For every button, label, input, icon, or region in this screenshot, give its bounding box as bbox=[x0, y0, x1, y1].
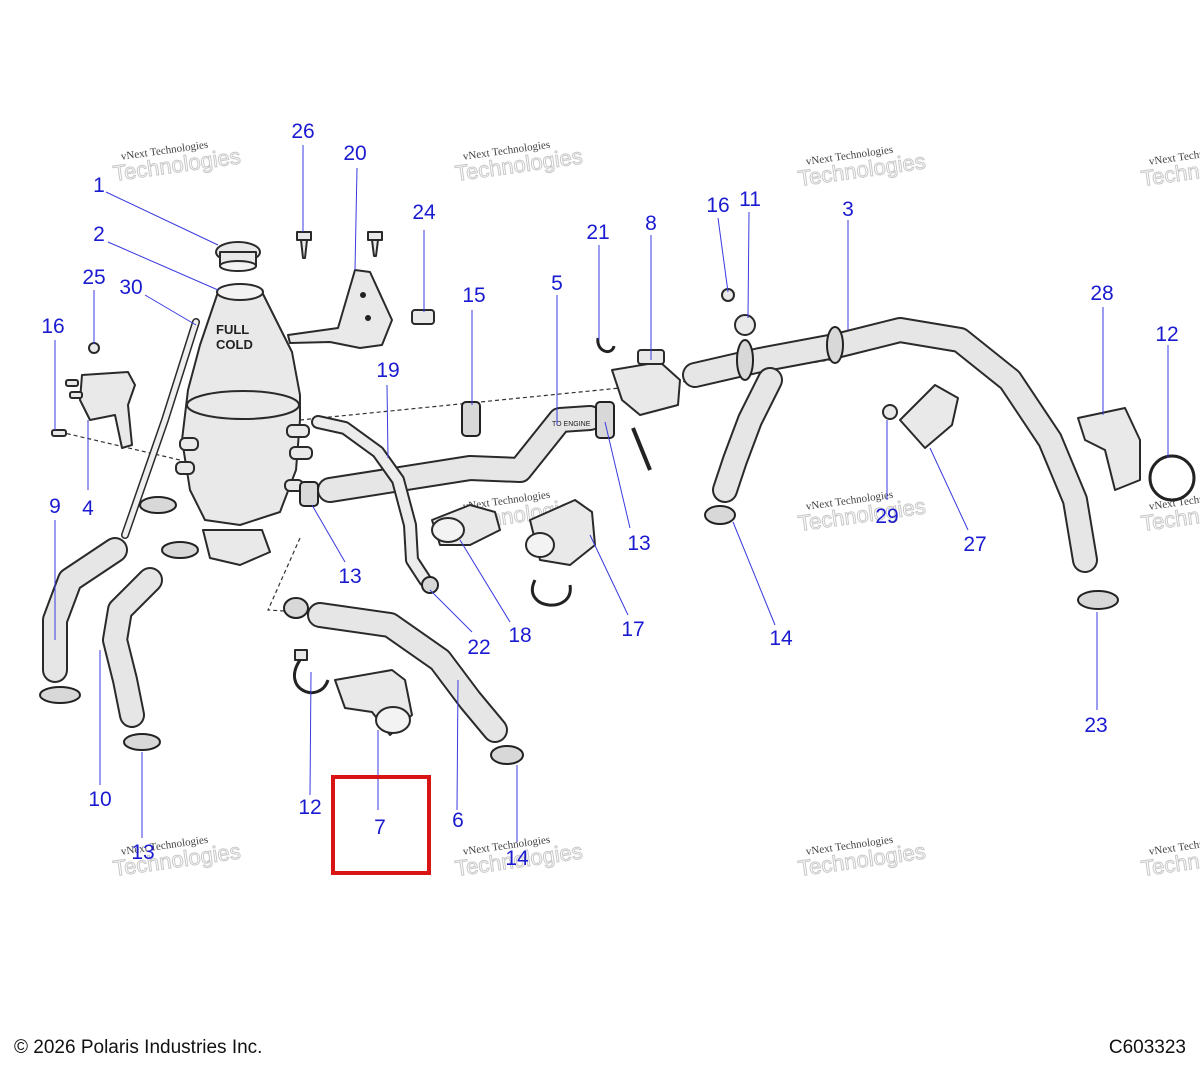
callout-label[interactable]: 20 bbox=[343, 142, 366, 165]
y-hose bbox=[712, 367, 783, 503]
lower-hose-right bbox=[102, 567, 163, 728]
callout-label[interactable]: 8 bbox=[645, 212, 657, 235]
coolant-fitting bbox=[334, 669, 413, 736]
upper-hose-right bbox=[682, 317, 1098, 573]
diagram-id: C603323 bbox=[1108, 1037, 1186, 1058]
mount-bracket bbox=[79, 371, 136, 449]
callout-label[interactable]: 28 bbox=[1090, 282, 1113, 305]
coolant-reservoir: FULL COLD bbox=[175, 283, 313, 566]
callout-label[interactable]: 30 bbox=[119, 276, 142, 299]
callout-label[interactable]: 5 bbox=[551, 272, 563, 295]
bolt bbox=[88, 342, 100, 354]
lower-hose-left bbox=[42, 537, 128, 683]
callout-highlight-box bbox=[331, 775, 431, 875]
reservoir-bracket bbox=[287, 269, 393, 349]
callout-label[interactable]: 12 bbox=[298, 796, 321, 819]
push-pin bbox=[296, 231, 312, 259]
callout-label[interactable]: 9 bbox=[49, 495, 61, 518]
callout-label[interactable]: 11 bbox=[739, 188, 761, 211]
callout-label[interactable]: 13 bbox=[338, 565, 361, 588]
callout-label[interactable]: 18 bbox=[508, 624, 531, 647]
hose-marking: TO ENGINE bbox=[552, 421, 591, 428]
callout-label[interactable]: 14 bbox=[505, 847, 529, 870]
callout-label[interactable]: 21 bbox=[586, 221, 609, 244]
tie-strap bbox=[631, 427, 652, 471]
callout-label[interactable]: 23 bbox=[1084, 714, 1107, 737]
main-hose: TO ENGINE bbox=[317, 405, 603, 503]
callout-label[interactable]: 6 bbox=[452, 809, 464, 832]
push-pin bbox=[367, 231, 383, 257]
callout-label[interactable]: 24 bbox=[412, 201, 436, 224]
hose-clamp bbox=[704, 326, 1119, 610]
lower-hose-middle bbox=[307, 602, 508, 743]
fastener bbox=[411, 309, 435, 325]
callout-label[interactable]: 16 bbox=[706, 194, 729, 217]
callout-label[interactable]: 13 bbox=[627, 532, 650, 555]
copyright-notice: © 2026 Polaris Industries Inc. bbox=[14, 1037, 263, 1058]
callout-label[interactable]: 4 bbox=[82, 497, 94, 520]
callout-label[interactable]: 26 bbox=[291, 120, 314, 143]
hose-bracket bbox=[899, 384, 959, 449]
callout-label[interactable]: 27 bbox=[963, 533, 986, 556]
callout-label[interactable]: 19 bbox=[376, 359, 399, 382]
hose-clamp bbox=[299, 401, 615, 507]
leader-lines bbox=[54, 145, 1169, 842]
bypass-hose bbox=[311, 415, 432, 587]
callout-label[interactable]: 14 bbox=[769, 627, 793, 650]
nut bbox=[882, 404, 898, 420]
hose-clamp bbox=[39, 496, 199, 751]
spring-clamp bbox=[1148, 454, 1196, 502]
callout-label-duplicate: 14 bbox=[505, 847, 529, 870]
small-clamp bbox=[421, 576, 439, 594]
tank-cold-label: COLD bbox=[216, 337, 253, 352]
callout-labels: 1 2 3 4 5 6 7 8 9 10 11 12 12 13 13 13 1… bbox=[41, 120, 1178, 870]
callout-label[interactable]: 10 bbox=[88, 788, 111, 811]
reservoir-cap bbox=[215, 241, 261, 272]
callout-label[interactable]: 17 bbox=[621, 618, 644, 641]
washer bbox=[721, 288, 756, 336]
callout-label[interactable]: 12 bbox=[1155, 323, 1178, 346]
spring-clamp bbox=[292, 649, 330, 695]
spring-clamp bbox=[596, 337, 616, 354]
bolt bbox=[51, 379, 83, 437]
outlet-fitting bbox=[1077, 407, 1141, 491]
overflow-tube bbox=[121, 318, 200, 539]
callout-label[interactable]: 2 bbox=[93, 223, 105, 246]
callout-label-duplicate: 13 bbox=[131, 841, 154, 864]
callout-label[interactable]: 15 bbox=[462, 284, 485, 307]
callout-label[interactable]: 16 bbox=[41, 315, 64, 338]
callout-label[interactable]: 29 bbox=[875, 505, 898, 528]
callout-label[interactable]: 1 bbox=[93, 174, 105, 197]
callout-label[interactable]: 3 bbox=[842, 198, 854, 221]
thermostat-housing bbox=[431, 504, 501, 546]
hose-connector bbox=[611, 349, 681, 416]
callout-label[interactable]: 13 bbox=[131, 841, 154, 864]
callout-label[interactable]: 25 bbox=[82, 266, 105, 289]
callout-label[interactable]: 22 bbox=[467, 636, 490, 659]
tank-full-label: FULL bbox=[216, 322, 249, 337]
hose-clamp bbox=[283, 597, 524, 765]
callout-label-highlighted[interactable]: 7 bbox=[374, 816, 386, 839]
